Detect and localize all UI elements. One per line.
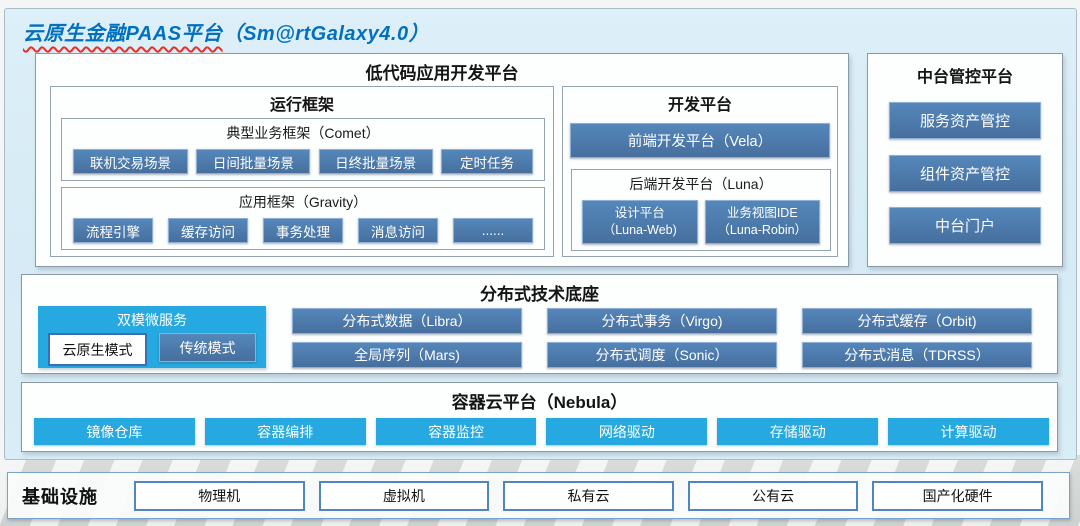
block-service-asset-mgmt: 服务资产管控 <box>889 102 1041 139</box>
section-lowcode-platform: 低代码应用开发平台 运行框架 典型业务框架（Comet） 联机交易场景 日间批量… <box>35 53 849 267</box>
runtime-framework-title: 运行框架 <box>269 97 334 114</box>
block-midplatform-portal: 中台门户 <box>889 207 1041 244</box>
section-infrastructure: 基础设施 物理机 虚拟机 私有云 公有云 国产化硬件 <box>7 472 1070 519</box>
block-domestic-hardware: 国产化硬件 <box>872 480 1043 511</box>
block-distributed-message-tdrss: 分布式消息（TDRSS） <box>802 342 1032 368</box>
section-dev-platform: 开发平台 前端开发平台（Vela） 后端开发平台（Luna） 设计平台 （Lun… <box>562 86 838 257</box>
section-lowcode-title: 低代码应用开发平台 <box>365 64 519 83</box>
infrastructure-title: 基础设施 <box>22 486 98 507</box>
block-more-ellipsis: ...... <box>453 218 533 243</box>
block-component-asset-mgmt: 组件资产管控 <box>889 155 1041 192</box>
group-dual-mode-microservice: 双模微服务 云原生模式 传统模式 <box>38 306 266 368</box>
group-comet-framework: 典型业务框架（Comet） 联机交易场景 日间批量场景 日终批量场景 定时任务 <box>61 118 545 181</box>
block-distributed-data-libra: 分布式数据（Libra） <box>292 308 522 334</box>
luna-web-line2: （Luna-Web) <box>602 223 677 237</box>
dev-platform-title: 开发平台 <box>667 97 732 114</box>
section-runtime-framework: 运行框架 典型业务框架（Comet） 联机交易场景 日间批量场景 日终批量场景 … <box>50 86 554 257</box>
section-midplatform-mgmt: 中台管控平台 服务资产管控 组件资产管控 中台门户 <box>867 53 1063 267</box>
block-network-driver: 网络驱动 <box>546 418 708 445</box>
container-cloud-title: 容器云平台（Nebula） <box>451 393 628 412</box>
block-luna-robin-ide: 业务视图IDE （Luna-Robin） <box>704 200 820 244</box>
block-traditional-mode: 传统模式 <box>159 333 256 362</box>
block-cache-access: 缓存访问 <box>168 218 248 243</box>
diagram-title: 云原生金融PAAS平台（Sm@rtGalaxy4.0） <box>23 17 429 46</box>
block-eod-batch: 日终批量场景 <box>318 149 433 174</box>
block-distributed-cache-orbit: 分布式缓存（Orbit) <box>802 308 1032 334</box>
block-image-registry: 镜像仓库 <box>34 418 195 445</box>
gravity-title: 应用框架（Gravity） <box>238 194 368 210</box>
block-online-transaction: 联机交易场景 <box>73 149 188 174</box>
comet-block-row: 联机交易场景 日间批量场景 日终批量场景 定时任务 <box>73 149 533 174</box>
dual-mode-row: 云原生模式 传统模式 <box>48 333 256 366</box>
block-global-sequence-mars: 全局序列（Mars) <box>292 342 522 368</box>
platform-panel: 云原生金融PAAS平台（Sm@rtGalaxy4.0） 低代码应用开发平台 运行… <box>4 8 1077 460</box>
luna-block-row: 设计平台 （Luna-Web) 业务视图IDE （Luna-Robin） <box>582 200 820 244</box>
block-process-engine: 流程引擎 <box>73 218 153 243</box>
block-distributed-transaction-virgo: 分布式事务（Virgo) <box>547 308 777 334</box>
block-virtual-machine: 虚拟机 <box>318 480 490 511</box>
luna-robin-line2: （Luna-Robin） <box>717 223 808 237</box>
comet-title: 典型业务框架（Comet） <box>226 125 380 141</box>
block-storage-driver: 存储驱动 <box>717 418 879 445</box>
block-scheduled-task: 定时任务 <box>440 149 533 174</box>
block-container-monitoring: 容器监控 <box>375 418 537 445</box>
luna-web-line1: 设计平台 <box>614 206 665 221</box>
block-private-cloud: 私有云 <box>503 480 674 511</box>
block-public-cloud: 公有云 <box>687 480 859 511</box>
block-cloud-native-mode: 云原生模式 <box>48 333 147 366</box>
block-transaction-processing: 事务处理 <box>263 218 343 243</box>
group-gravity-framework: 应用框架（Gravity） 流程引擎 缓存访问 事务处理 消息访问 ...... <box>61 187 545 250</box>
section-distributed-base: 分布式技术底座 双模微服务 云原生模式 传统模式 分布式数据（Libra） 分布… <box>21 274 1058 374</box>
block-container-orchestration: 容器编排 <box>204 418 366 445</box>
distributed-base-title: 分布式技术底座 <box>480 285 599 304</box>
diagram-title-main: 云原生金融PAAS平台 <box>23 23 223 45</box>
block-vela-frontend: 前端开发平台（Vela） <box>570 123 830 158</box>
diagram-title-version: （Sm@rtGalaxy4.0） <box>222 23 430 45</box>
block-compute-driver: 计算驱动 <box>888 418 1049 445</box>
group-luna-backend: 后端开发平台（Luna） 设计平台 （Luna-Web) 业务视图IDE （Lu… <box>571 169 831 251</box>
distributed-block-grid: 分布式数据（Libra） 分布式事务（Virgo) 分布式缓存（Orbit) 全… <box>292 308 1032 368</box>
block-message-access: 消息访问 <box>358 218 438 243</box>
section-container-cloud: 容器云平台（Nebula） 镜像仓库 容器编排 容器监控 网络驱动 存储驱动 计… <box>21 382 1058 452</box>
block-daytime-batch: 日间批量场景 <box>196 149 311 174</box>
luna-title: 后端开发平台（Luna） <box>629 176 773 192</box>
luna-robin-line1: 业务视图IDE <box>726 206 798 221</box>
gravity-block-row: 流程引擎 缓存访问 事务处理 消息访问 ...... <box>73 218 533 243</box>
block-physical-machine: 物理机 <box>134 480 305 511</box>
container-block-row: 镜像仓库 容器编排 容器监控 网络驱动 存储驱动 计算驱动 <box>34 418 1049 445</box>
dual-mode-title: 双模微服务 <box>117 312 187 328</box>
midplatform-title: 中台管控平台 <box>916 69 1013 86</box>
block-distributed-scheduler-sonic: 分布式调度（Sonic） <box>547 342 777 368</box>
block-luna-web-design: 设计平台 （Luna-Web) <box>582 200 698 244</box>
